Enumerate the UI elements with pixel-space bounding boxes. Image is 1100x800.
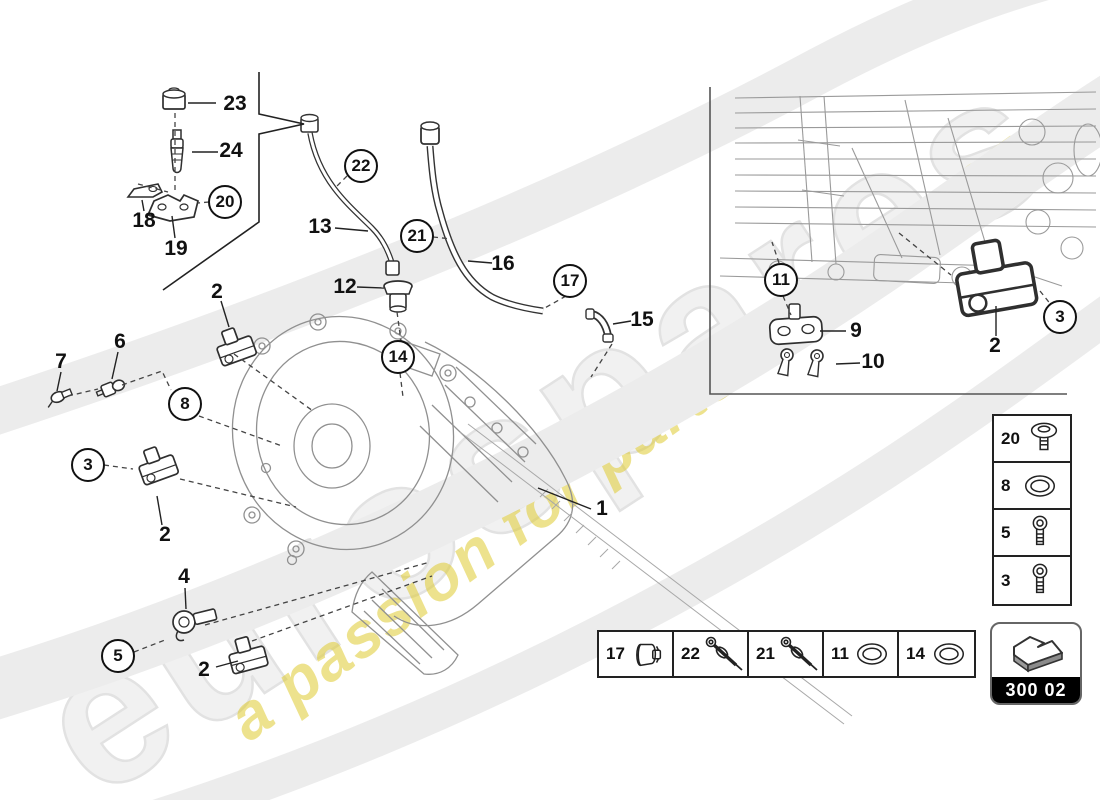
fastener-legend-bar: 17 22 21 11 14 <box>597 630 976 678</box>
hose-elbow-15 <box>585 308 614 343</box>
part-callout-24: 24 <box>219 139 243 162</box>
legend-part-number: 5 <box>1001 522 1011 542</box>
socket-bolt-icon <box>1012 513 1067 553</box>
part-callout-16: 16 <box>491 252 515 275</box>
part-callout-9: 9 <box>850 319 862 342</box>
part-callout-10: 10 <box>861 350 885 373</box>
part-callout-2: 2 <box>159 523 171 546</box>
hose-16 <box>420 121 544 315</box>
long-screw-icon <box>702 634 746 674</box>
dashed-leaders <box>67 113 1053 653</box>
part-callout-15: 15 <box>630 308 654 331</box>
cap-23 <box>162 87 186 110</box>
part-callout-20-circled: 20 <box>208 185 242 219</box>
part-callout-5-circled: 5 <box>101 639 135 673</box>
sensor-2-bottom <box>224 632 270 676</box>
part-callout-4: 4 <box>178 565 190 588</box>
long-screw-icon <box>777 634 821 674</box>
part-callout-12: 12 <box>333 275 357 298</box>
legend-item-3: 3 <box>994 557 1070 604</box>
o-ring-icon <box>851 634 894 674</box>
inset-border <box>709 87 1067 395</box>
plug-6 <box>95 379 126 398</box>
legend-part-number: 22 <box>681 644 700 663</box>
sensor-24 <box>170 129 184 174</box>
part-callout-21-circled: 21 <box>400 219 434 253</box>
clip-18 <box>126 183 164 198</box>
legend-item-5: 5 <box>994 510 1070 557</box>
legend-item-20: 20 <box>994 416 1070 463</box>
part-callout-3-circled: 3 <box>1043 300 1077 334</box>
part-callout-19: 19 <box>164 237 188 260</box>
main-gearbox-sketch <box>231 313 853 725</box>
sensor-2-mid <box>133 441 180 487</box>
part-callout-11-circled: 11 <box>764 263 798 297</box>
o-ring-icon <box>1012 466 1067 506</box>
o-ring-icon <box>927 634 971 674</box>
screw-10b <box>806 348 825 378</box>
part-callout-2: 2 <box>198 658 210 681</box>
part-callout-18: 18 <box>132 209 156 232</box>
legend-item-22: 22 <box>674 632 749 676</box>
part-callout-3-circled: 3 <box>71 448 105 482</box>
dome-screw-icon <box>1022 419 1067 459</box>
part-callout-2: 2 <box>989 334 1001 357</box>
plate-9 <box>768 303 824 346</box>
legend-item-8: 8 <box>994 463 1070 510</box>
plug-12 <box>383 280 413 313</box>
part-callout-2: 2 <box>211 280 223 303</box>
part-callout-6: 6 <box>114 330 126 353</box>
part-callout-13: 13 <box>308 215 332 238</box>
part-callout-1: 1 <box>596 497 608 520</box>
part-callout-7: 7 <box>55 350 67 373</box>
socket-bolt-icon <box>1012 561 1067 601</box>
sensor-2-inset <box>949 233 1040 319</box>
legend-part-number: 17 <box>606 644 625 663</box>
page-code-box: 300 02 <box>990 622 1082 705</box>
part-callout-17-circled: 17 <box>553 264 587 298</box>
legend-item-17: 17 <box>599 632 674 676</box>
page-code-arrow-icon <box>992 624 1080 677</box>
cam-sensor-4 <box>172 608 218 642</box>
legend-part-number: 20 <box>1001 428 1020 448</box>
part-callout-22-circled: 22 <box>344 149 378 183</box>
legend-part-number: 14 <box>906 644 925 663</box>
hose-13 <box>300 113 400 276</box>
legend-part-number: 11 <box>831 644 849 663</box>
legend-item-14: 14 <box>899 632 974 676</box>
part-callout-23: 23 <box>223 92 247 115</box>
sensor-7 <box>47 388 74 408</box>
leader-lines <box>56 102 997 668</box>
legend-part-number: 8 <box>1001 475 1011 495</box>
legend-part-number: 21 <box>756 644 775 663</box>
legend-item-21: 21 <box>749 632 824 676</box>
part-callout-14-circled: 14 <box>381 340 415 374</box>
legend-part-number: 3 <box>1001 570 1011 590</box>
page-code-label: 300 02 <box>992 677 1080 703</box>
clamp-icon <box>627 634 669 674</box>
part-callout-8-circled: 8 <box>168 387 202 421</box>
bracket-19 <box>146 193 200 222</box>
detail-pointer <box>162 72 305 291</box>
legend-item-11: 11 <box>824 632 899 676</box>
fastener-legend-column: 20 8 5 3 <box>992 414 1072 606</box>
